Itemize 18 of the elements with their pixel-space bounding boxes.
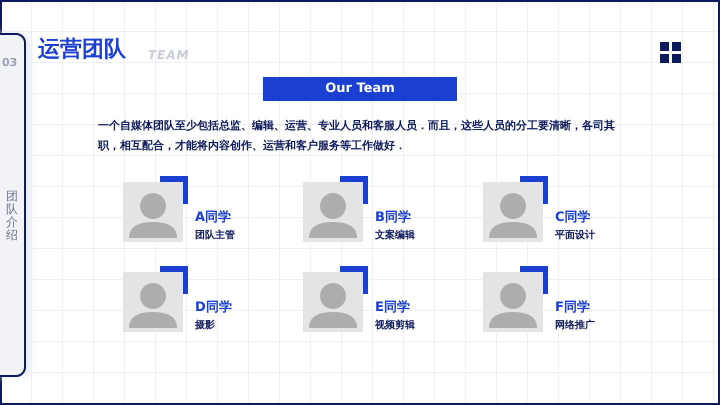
member-role: 平面设计 xyxy=(555,228,595,242)
member-role: 团队主管 xyxy=(195,228,235,242)
slide-title: 运营团队 xyxy=(38,36,126,64)
member-role: 摄影 xyxy=(195,318,215,332)
member-name: A同学 xyxy=(195,209,232,226)
member-name: D同学 xyxy=(195,299,232,316)
section-label: 团队介绍 xyxy=(5,190,19,242)
intro-paragraph: 一个自媒体团队至少包括总监、编辑、运营、专业人员和客服人员．而且，这些人员的分工要清晰，各司其职，相互配合，才能将内容创作、运营和客户服务等工作做好． xyxy=(98,118,616,154)
member-role: 视频剪辑 xyxy=(375,318,415,332)
member-role: 文案编辑 xyxy=(375,228,415,242)
member-name: B同学 xyxy=(375,209,411,226)
member-name: E同学 xyxy=(375,299,410,316)
member-name: C同学 xyxy=(555,209,591,226)
section-number: 03 xyxy=(2,56,18,69)
banner xyxy=(263,77,457,101)
member-name: F同学 xyxy=(555,299,590,316)
banner-text: Our Team xyxy=(324,80,396,98)
member-role: 网络推广 xyxy=(555,318,595,332)
